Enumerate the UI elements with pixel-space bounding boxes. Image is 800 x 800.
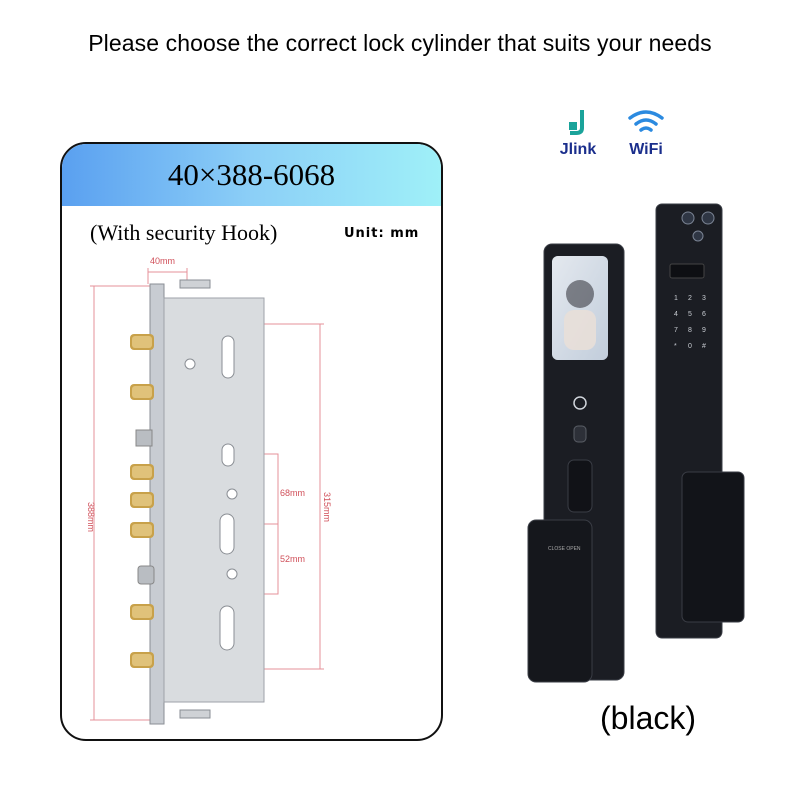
jlink-icon xyxy=(569,110,584,135)
svg-text:9: 9 xyxy=(702,327,706,334)
svg-text:3: 3 xyxy=(702,295,706,302)
wifi-badge: WiFi xyxy=(618,108,674,159)
smart-lock-product-image: CLOSE OPEN 1 2 3 4 5 6 7 8 9 * 0 # xyxy=(527,203,745,683)
color-option-label: (black) xyxy=(600,700,697,736)
security-hook-note: (With security Hook) xyxy=(90,220,278,245)
mortise-lock-drawing: 40mm 105mm 388mm 315mm 68mm 52mm 60mm xyxy=(86,256,332,725)
lock-cylinder-card: 40×388-6068 (With security Hook) Unit: m… xyxy=(60,142,443,741)
jlink-label: Jlink xyxy=(559,141,597,158)
svg-text:#: # xyxy=(702,343,706,350)
wifi-label: WiFi xyxy=(629,141,663,158)
svg-text:5: 5 xyxy=(688,311,692,318)
model-number: 40×388-6068 xyxy=(167,157,336,192)
wifi-icon xyxy=(628,110,664,132)
lock-bolts xyxy=(130,334,155,668)
jlink-badge: Jlink xyxy=(548,108,608,159)
dim-spacing-lower: 52mm xyxy=(280,554,305,564)
svg-text:4: 4 xyxy=(674,311,678,318)
svg-text:6: 6 xyxy=(702,311,706,318)
dim-width-top: 40mm xyxy=(150,256,175,266)
svg-text:8: 8 xyxy=(688,327,692,334)
svg-text:7: 7 xyxy=(674,327,678,334)
dim-height-total: 388mm xyxy=(86,502,96,532)
unit-note: Unit: mm xyxy=(344,226,420,241)
dim-spacing-upper: 68mm xyxy=(280,488,305,498)
svg-text:0: 0 xyxy=(688,343,692,350)
svg-text:1: 1 xyxy=(674,295,678,302)
dim-height-inner: 315mm xyxy=(322,492,332,522)
svg-text:*: * xyxy=(674,343,677,350)
svg-text:2: 2 xyxy=(688,295,692,302)
svg-text:CLOSE OPEN: CLOSE OPEN xyxy=(548,546,581,552)
card-header: 40×388-6068 xyxy=(62,144,441,206)
page-headline: Please choose the correct lock cylinder … xyxy=(88,30,712,56)
